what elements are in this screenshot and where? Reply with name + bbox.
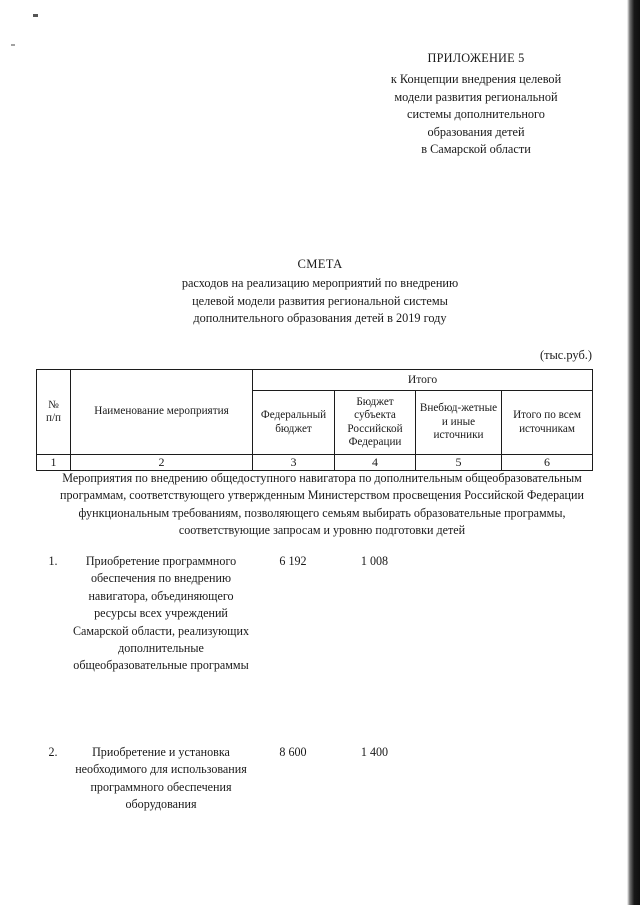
header-index-line1: № <box>48 398 59 411</box>
header-cell-federal-budget: Федеральный бюджет <box>252 390 335 455</box>
table-header-row-group: № п/п Наименование мероприятия Итого <box>36 369 594 455</box>
subtitle-line-3: дополнительного образования детей в 2019… <box>193 311 447 326</box>
subtitle-line-1: расходов на реализацию мероприятий по вн… <box>181 276 459 290</box>
row-activity-name: Приобретение программного обеспечения по… <box>72 554 250 673</box>
row-subject-budget: 1 400 <box>360 745 389 759</box>
col-number-1: 1 <box>36 454 71 471</box>
page-subtitle: расходов на реализацию мероприятий по вн… <box>60 275 580 328</box>
units-caption: (тыс.руб.) <box>539 348 592 362</box>
header-cell-extrabudget-sources: Внебюд-жетные и иные источники <box>415 390 502 455</box>
header-cell-subject-budget: Бюджет субъекта Российской Федерации <box>334 390 416 455</box>
subtitle-line-2: целевой модели развития региональной сис… <box>192 293 448 308</box>
col-number-5: 5 <box>415 454 502 471</box>
header-cell-total-group: Итого <box>251 369 594 391</box>
appendix-line-4: образования детей <box>427 124 525 139</box>
row-index: 2. <box>48 745 58 759</box>
row-activity-name: Приобретение и установка необходимого дл… <box>75 745 247 812</box>
row-index: 1. <box>48 554 58 568</box>
scan-edge <box>627 0 640 905</box>
header-index-line2: п/п <box>45 412 62 424</box>
header-cell-index: № п/п <box>36 369 71 455</box>
section-note: Мероприятия по внедрению общедоступного … <box>60 471 584 538</box>
appendix-line-1: к Концепции внедрения целевой <box>390 72 562 87</box>
appendix-line-3: системы дополнительного <box>407 107 545 122</box>
row-federal-budget: 6 192 <box>279 554 307 568</box>
appendix-line-2: модели развития региональной <box>394 89 558 104</box>
appendix-line-5: в Самарской области <box>421 142 531 157</box>
col-number-4: 4 <box>334 454 416 471</box>
scan-artifact <box>33 14 38 17</box>
col-number-2: 2 <box>70 454 253 471</box>
row-subject-budget: 1 008 <box>360 554 389 568</box>
table-header-row-sub: Федеральный бюджет Бюджет субъекта Росси… <box>37 390 594 455</box>
header-cell-activity-name: Наименование мероприятия <box>70 369 253 455</box>
budget-table: № п/п Наименование мероприятия Итого Фед… <box>36 369 594 471</box>
scan-artifact <box>11 44 15 46</box>
col-number-6: 6 <box>500 454 594 471</box>
appendix-number: ПРИЛОЖЕНИЕ 5 <box>427 51 525 65</box>
row-federal-budget: 8 600 <box>279 745 307 759</box>
table-column-number-row: 1 2 3 4 5 6 <box>36 454 594 471</box>
page-title: СМЕТА <box>297 257 343 271</box>
header-cell-grand-total: Итого по всем источникам <box>500 390 594 455</box>
col-number-3: 3 <box>252 454 335 471</box>
appendix-reference-block: ПРИЛОЖЕНИЕ 5 к Концепции внедрения целев… <box>352 50 600 158</box>
